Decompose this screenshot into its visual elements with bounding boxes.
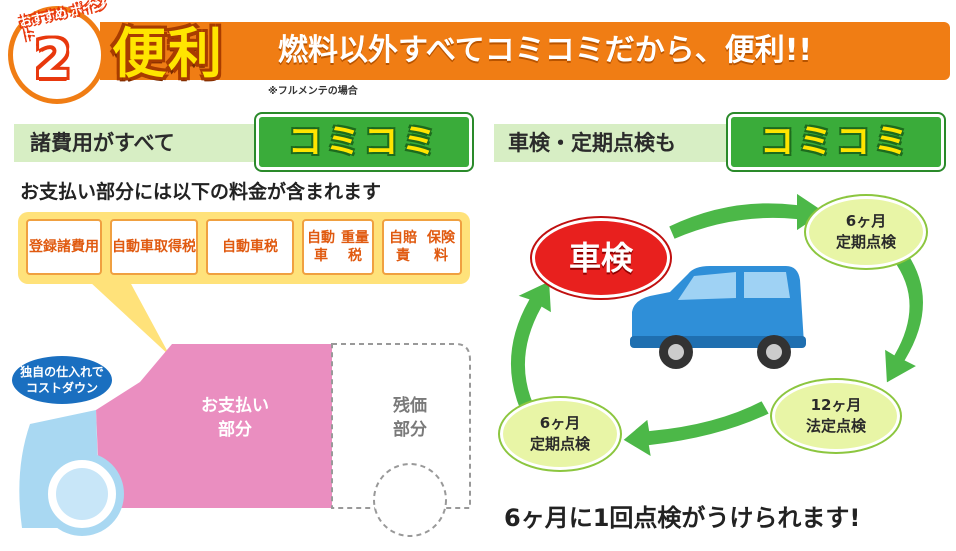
inspection-6month-bottom: 6ヶ月 定期点検 [500, 398, 620, 470]
residual-line1: 残価 [393, 396, 427, 416]
cost-down-bubble: 独自の仕入れで コストダウン [10, 354, 114, 406]
header-note: ※フルメンテの場合 [268, 86, 358, 97]
payment-line1: お支払い [201, 396, 269, 416]
left-komikomi-badge: コミコミ [256, 114, 472, 170]
car-window-rear [744, 272, 790, 298]
car-residual-part [331, 343, 471, 509]
fee-line1: 自動車 [307, 230, 335, 264]
inspection-line2: 法定点検 [805, 417, 866, 435]
header-headline: 燃料以外すべてコミコミだから、便利!! [278, 33, 813, 68]
header-bar [100, 22, 950, 80]
car-window-front [678, 272, 736, 300]
arrow-bottom [620, 398, 772, 460]
car-rear-wheel [373, 463, 447, 537]
payment-part-label: お支払い 部分 [180, 394, 290, 442]
arrow-top [666, 190, 828, 242]
fees-pointer [90, 282, 170, 356]
right-section-title: 車検・定期点検も [508, 131, 676, 155]
fee-item-insurance: 自賠責 保険料 [382, 219, 462, 275]
payment-line2: 部分 [218, 420, 252, 440]
car-payment-part [96, 344, 332, 508]
cost-bubble-line1: 独自の仕入れで [20, 365, 104, 379]
residual-line2: 部分 [393, 420, 427, 440]
inspection-6month-top: 6ヶ月 定期点検 [806, 196, 926, 268]
bottom-message: 6ヶ月に1回点検がうけられます! [504, 504, 861, 532]
point-number: 2 [34, 30, 72, 90]
fee-line1: 自動車 [112, 239, 154, 255]
inspection-line2: 定期点検 [529, 435, 590, 453]
benri-title: 便利 [112, 22, 224, 85]
inspection-line2: 定期点検 [835, 233, 896, 251]
arrow-right [882, 248, 925, 386]
car-wheel-rear-hub [766, 344, 782, 360]
fee-item-acquisition-tax: 自動車 取得税 [110, 219, 198, 275]
left-section-title: 諸費用がすべて [30, 131, 175, 155]
fee-line2: 重量税 [341, 230, 369, 264]
fee-line1: 自賠責 [389, 230, 417, 264]
point-badge [8, 6, 106, 104]
shaken-badge: 車検 [532, 218, 670, 298]
right-komikomi-badge: コミコミ [728, 114, 944, 170]
fee-line2: 保険料 [427, 230, 455, 264]
fee-item-weight-tax: 自動車 重量税 [302, 219, 374, 275]
cycle-arrows [509, 190, 925, 460]
fee-item-automobile-tax: 自動車税 [206, 219, 294, 275]
inspection-line1: 12ヶ月 [810, 396, 862, 414]
fee-line1: 登録 [29, 239, 57, 255]
inspection-line1: 6ヶ月 [539, 414, 581, 432]
inspection-line1: 6ヶ月 [845, 212, 887, 230]
inspection-12month: 12ヶ月 法定点検 [772, 380, 900, 452]
blue-car [630, 266, 806, 369]
includes-text: お支払い部分には以下の料金が含まれます [20, 181, 382, 203]
fee-line2: 諸費用 [57, 239, 99, 255]
fee-line2: 取得税 [154, 239, 196, 255]
fee-item-registration: 登録 諸費用 [26, 219, 102, 275]
fee-line1: 自動車税 [222, 239, 278, 255]
residual-part-label: 残価 部分 [360, 394, 460, 442]
car-wheel-front-hub [668, 344, 684, 360]
cost-bubble-line2: コストダウン [25, 381, 98, 395]
car-front-hub [56, 468, 108, 520]
